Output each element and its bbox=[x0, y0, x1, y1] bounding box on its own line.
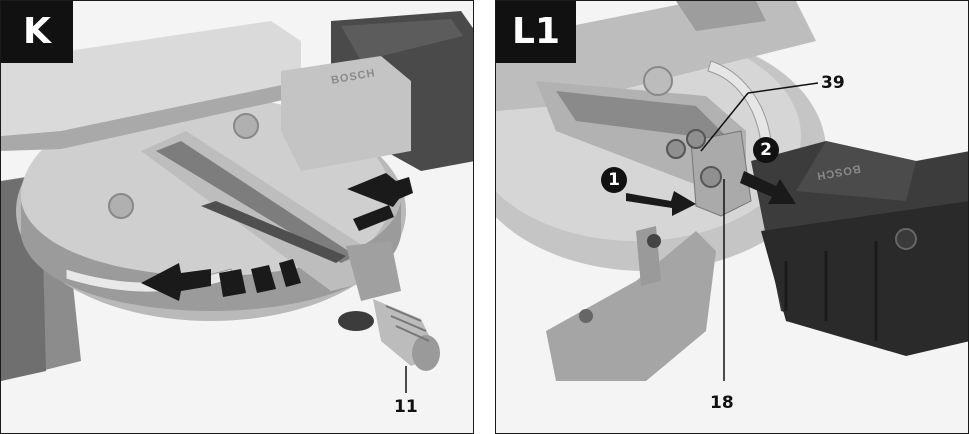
step-number-badge: 1 bbox=[601, 167, 627, 193]
figure-label: L1 bbox=[496, 1, 576, 63]
figure-label: K bbox=[1, 1, 73, 63]
step-number-badge: 2 bbox=[753, 137, 779, 163]
callout-label: 11 bbox=[394, 397, 418, 417]
miter-saw-fence-illustration bbox=[496, 1, 968, 433]
callout-label: 39 bbox=[821, 73, 845, 93]
miter-saw-table-illustration bbox=[1, 1, 473, 433]
callout-label: 18 bbox=[710, 393, 734, 413]
figure-panel-k: K BOSCH 11 bbox=[0, 0, 474, 434]
figure-panel-l1: L1 BOSCH 39 18 1 2 bbox=[495, 0, 969, 434]
